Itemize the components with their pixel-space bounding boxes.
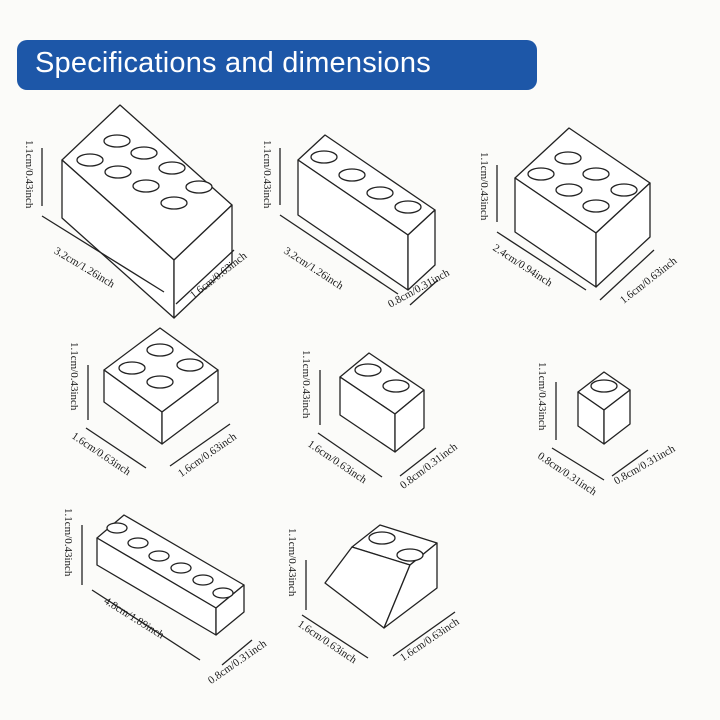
brick-2x2-height-label: 1.1cm/0.43inch (68, 342, 80, 411)
brick-2x4-drawing (41, 104, 235, 319)
brick-1x1-height-label: 1.1cm/0.43inch (536, 362, 548, 431)
brick-1x6-drawing (81, 514, 253, 666)
brick-1x2-drawing (317, 352, 437, 478)
brick-1x4-drawing (279, 134, 439, 306)
brick-1x6-height-label: 1.1cm/0.43inch (62, 508, 74, 577)
brick-2x3-height-label: 1.1cm/0.43inch (478, 152, 490, 221)
brick-2x2-drawing (85, 327, 231, 469)
brick-2x3-drawing (496, 127, 655, 301)
page-title: Specifications and dimensions (35, 47, 431, 79)
slope-2x2-drawing (301, 524, 456, 659)
studs (76, 134, 213, 210)
brick-2x4-height-label: 1.1cm/0.43inch (23, 140, 35, 209)
header-banner: Specifications and dimensions (17, 40, 537, 90)
brick-1x1-drawing (551, 371, 649, 481)
brick-1x2-height-label: 1.1cm/0.43inch (300, 350, 312, 419)
slope-2x2-height-label: 1.1cm/0.43inch (286, 528, 298, 597)
brick-1x4-height-label: 1.1cm/0.43inch (261, 140, 273, 209)
